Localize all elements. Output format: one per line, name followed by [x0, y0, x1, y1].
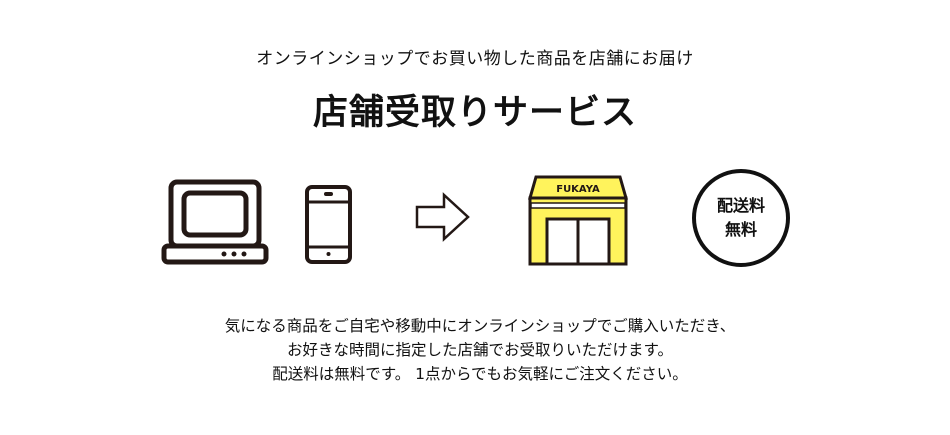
badge-line2: 無料	[724, 220, 757, 239]
subtitle: オンラインショップでお買い物した商品を店舗にお届け	[256, 49, 694, 69]
description: 気になる商品をご自宅や移動中にオンラインショップでご購入いただき、 お好きな時間…	[0, 314, 950, 386]
laptop-icon	[161, 179, 269, 265]
store-sign: FUKAYA	[556, 184, 600, 195]
description-line: お好きな時間に指定した店舗でお受取りいただけます。	[287, 341, 673, 359]
badge-line1: 配送料	[716, 196, 765, 215]
smartphone-icon	[305, 185, 352, 264]
page-title: 店舗受取りサービス	[312, 93, 637, 133]
description-line: 気になる商品をご自宅や移動中にオンラインショップでご購入いただき、	[224, 317, 736, 335]
arrow-right-icon	[415, 192, 470, 242]
store-icon: FUKAYA	[528, 175, 628, 266]
free-shipping-badge: 配送料 無料	[692, 169, 790, 267]
description-line: 配送料は無料です。 1点からでもお気軽にご注文ください。	[272, 365, 688, 383]
